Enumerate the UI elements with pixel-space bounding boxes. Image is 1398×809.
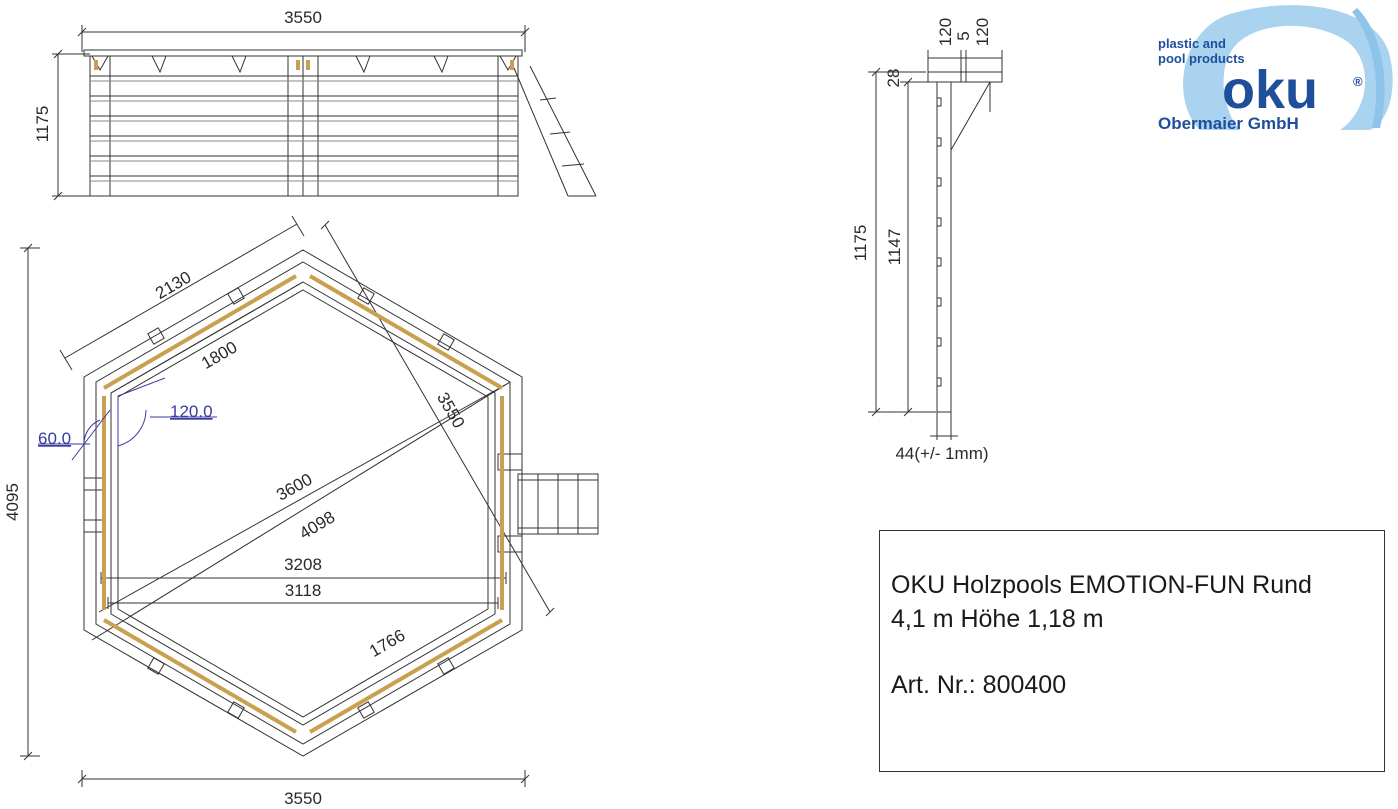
width-3118-label: 3118: [285, 581, 322, 600]
profile-top-mid-label: 5: [954, 31, 973, 40]
logo-swirl-accent-icon: [1352, 8, 1385, 128]
profile-wall-height-label: 1147: [885, 229, 904, 266]
side-height-label: 1175: [33, 106, 52, 143]
profile-detail: [868, 50, 1003, 440]
info-title-line1: OKU Holzpools EMOTION-FUN Rund: [891, 571, 1312, 599]
angle-120-label: 120.0: [170, 402, 213, 421]
diagonal-3550-label: 3550: [433, 389, 468, 431]
profile-thickness-label: 44(+/- 1mm): [895, 444, 988, 463]
info-article: Art. Nr.: 800400: [891, 671, 1067, 699]
inner-edge-lower-label: 1766: [366, 626, 408, 661]
profile-total-height-label: 1175: [851, 225, 870, 262]
angle-annotations: [38, 377, 217, 461]
profile-top-right-label: 120: [973, 18, 992, 46]
plan-view: [20, 215, 599, 787]
outer-edge-label: 2130: [152, 268, 194, 303]
oku-logo: plastic and pool products oku ® Obermaie…: [1158, 5, 1393, 133]
logo-swirl-icon: [1183, 5, 1393, 130]
side-width-label: 3550: [284, 8, 322, 27]
width-3208-label: 3208: [284, 555, 322, 574]
profile-rail-label: 28: [884, 69, 903, 88]
plan-height-label: 4095: [3, 483, 22, 521]
profile-top-left-label: 120: [936, 18, 955, 46]
diagonal-4098-label: 4098: [296, 507, 338, 543]
wood-joints-side: [94, 60, 514, 70]
logo-brand: oku: [1222, 60, 1318, 120]
diagonal-3600-label: 3600: [273, 470, 315, 505]
plan-width-label: 3550: [284, 789, 322, 808]
inner-edge-label: 1800: [198, 338, 240, 373]
info-box: OKU Holzpools EMOTION-FUN Rund 4,1 m Höh…: [879, 530, 1385, 772]
wood-beams-plan: [102, 274, 504, 734]
logo-registered: ®: [1353, 74, 1363, 89]
logo-company: Obermaier GmbH: [1158, 114, 1299, 133]
angle-60-label: 60.0: [38, 429, 71, 448]
side-view: [52, 25, 597, 201]
logo-tagline-1: plastic and: [1158, 36, 1226, 51]
logo-tagline-2: pool products: [1158, 51, 1245, 66]
info-title-line2: 4,1 m Höhe 1,18 m: [891, 605, 1104, 633]
